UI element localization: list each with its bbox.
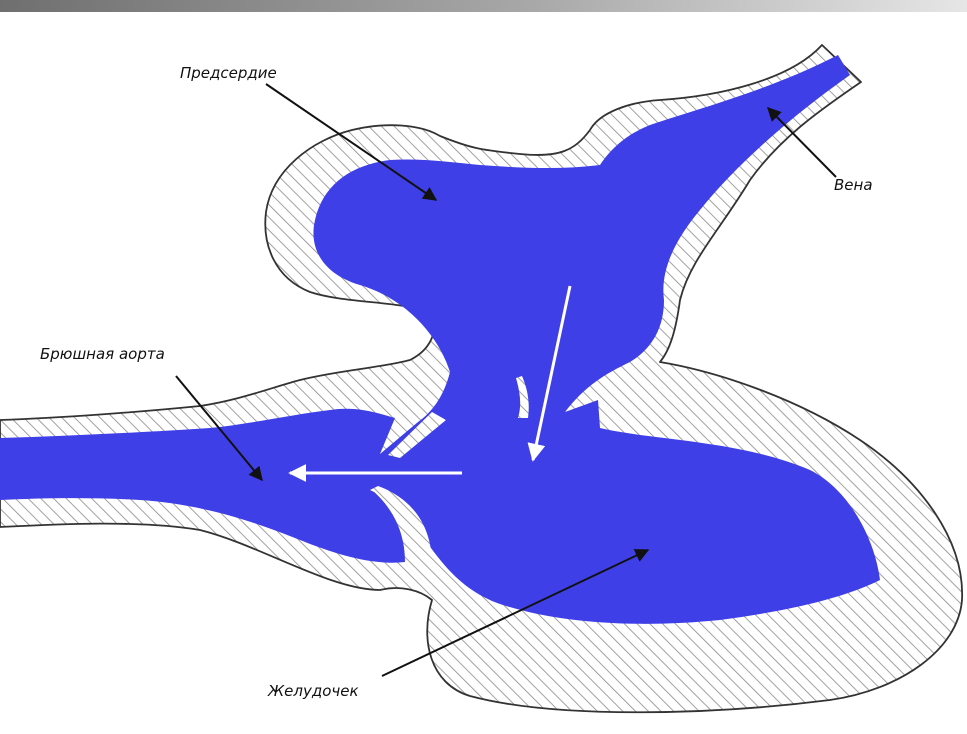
label-vein: Вена xyxy=(834,176,873,194)
label-aorta: Брюшная аорта xyxy=(40,345,165,363)
label-ventricle: Желудочек xyxy=(267,682,359,700)
label-atrium: Предсердие xyxy=(180,64,277,82)
